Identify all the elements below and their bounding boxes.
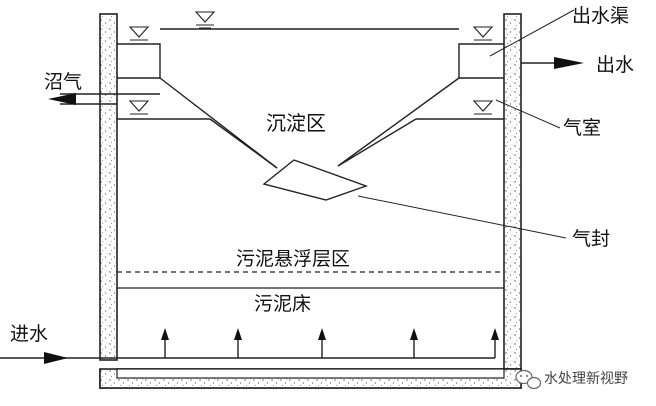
water-level-symbol-right-channel	[472, 26, 494, 41]
right-wall	[503, 13, 522, 370]
label-outlet-channel: 出水渠	[572, 5, 629, 27]
inlet-arrow	[44, 352, 68, 364]
water-level-symbol-left-channel	[128, 26, 150, 41]
right-hood-outer	[337, 77, 460, 167]
label-water-in: 进水	[10, 323, 48, 345]
label-biogas: 沼气	[44, 71, 82, 93]
gas-seal-deflector	[262, 159, 369, 201]
watermark-text: 水处理新视野	[544, 371, 628, 387]
label-gas-seal: 气封	[572, 228, 610, 250]
label-sludge-suspension-zone: 污泥悬浮层区	[236, 248, 350, 270]
leader-gas-seal	[357, 195, 567, 239]
right-outlet-channel	[458, 43, 504, 79]
water-level-symbol-top	[194, 11, 216, 29]
label-water-out: 出水	[596, 54, 634, 76]
watermark-wechat-icon	[515, 369, 542, 390]
bottom-inner	[116, 368, 505, 379]
right-hood-inner	[337, 118, 417, 167]
left-hood-inner	[209, 118, 278, 169]
leader-outlet-channel	[489, 9, 575, 57]
left-outlet-channel	[117, 43, 161, 79]
label-settling-zone: 沉淀区	[266, 111, 326, 135]
distribution-nozzles	[161, 328, 499, 358]
biogas-arrow	[48, 93, 76, 105]
left-wall	[99, 13, 118, 361]
label-sludge-bed: 污泥床	[254, 293, 311, 315]
label-gas-chamber: 气室	[563, 117, 601, 139]
water-level-symbol-right-gas	[472, 100, 494, 115]
water-level-symbol-left-gas	[128, 100, 150, 115]
leader-gas-chamber	[495, 99, 561, 129]
water-out-arrow	[554, 57, 584, 69]
